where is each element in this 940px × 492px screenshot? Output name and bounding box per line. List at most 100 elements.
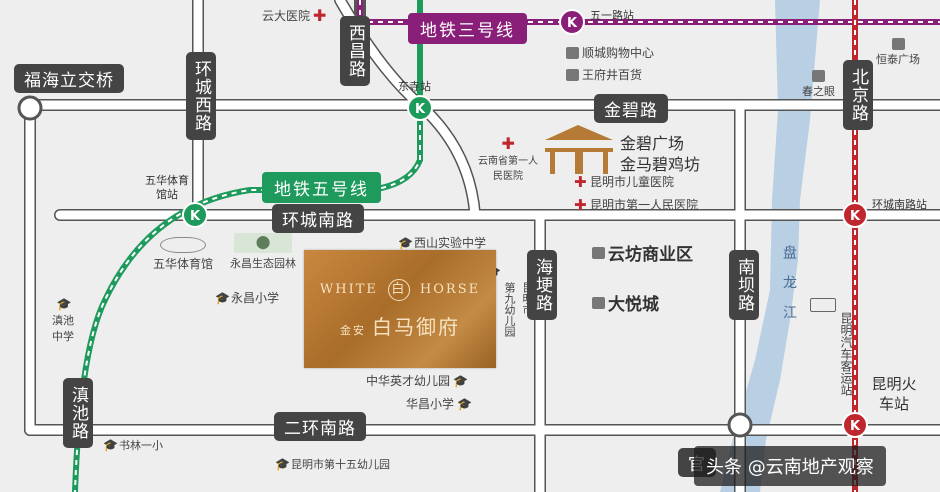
- shop-icon: [566, 68, 579, 81]
- poi-bus-station-label: 昆明汽车客运站: [839, 312, 853, 396]
- svg-text:K: K: [415, 102, 426, 117]
- poi-first-hospital: ✚昆明市第一人民医院: [574, 196, 698, 213]
- svg-text:K: K: [850, 419, 861, 434]
- station-rail-label: 昆明火车站: [871, 375, 917, 413]
- svg-text:K: K: [850, 209, 861, 224]
- poi-yongchang-park: ⬤ 永昌生态园林: [230, 233, 296, 271]
- poi-huachang-label: 华昌小学: [406, 397, 455, 411]
- shop-icon: [891, 38, 905, 50]
- hospital-icon: ✚: [574, 195, 587, 214]
- poi-shunxing: 顺城购物中心: [566, 44, 654, 61]
- poi-yongchang-school: 🎓永昌小学: [215, 289, 279, 306]
- poi-first-hospital-label: 昆明市第一人民医院: [590, 198, 699, 212]
- hospital-icon: ✚: [501, 134, 515, 153]
- poi-yongchang-park-label: 永昌生态园林: [230, 257, 296, 270]
- station-dongsi-marker: K: [407, 95, 433, 121]
- road-huancheng-west: 环城西路: [186, 52, 216, 140]
- poi-panlong: 盘龙江: [781, 245, 797, 335]
- poi-yunda-hospital-label: 云大医院: [262, 9, 311, 23]
- poi-chunzhicheng: 春之眼: [802, 70, 835, 99]
- poi-children-hospital-label: 昆明市儿童医院: [590, 175, 675, 189]
- poi-zhonghua-kg: 中华英才幼儿园🎓: [366, 372, 468, 389]
- graduation-cap-icon: 🎓: [457, 396, 472, 411]
- poi-xishan-school-label: 西山实验中学: [414, 236, 487, 250]
- poi-jinbi-plaza: 金碧广场: [620, 134, 685, 153]
- metro-line5-label: 地铁五号线: [262, 172, 381, 203]
- poi-dayue: 大悦城: [592, 290, 659, 315]
- bus-icon: [810, 298, 836, 312]
- shop-icon: [812, 70, 825, 82]
- poi-shulin: 🎓书林一小: [103, 437, 163, 453]
- station-rail-marker: K: [842, 412, 868, 438]
- road-haigeng: 海埂路: [527, 250, 557, 320]
- tree-icon: ⬤: [234, 233, 292, 253]
- station-wuhua-label: 五华体育馆站: [145, 174, 189, 201]
- poi-wuhua-gym-label: 五华体育馆: [153, 257, 214, 271]
- road-xichang: 西昌路: [340, 16, 370, 86]
- graduation-cap-icon: 🎓: [275, 457, 290, 471]
- graduation-cap-icon: 🎓: [453, 373, 468, 388]
- poi-dianchi-middle: 🎓 滇池中学: [48, 298, 78, 344]
- project-name-en-right: HORSE: [419, 282, 481, 297]
- poi-xishan-school: 🎓西山实验中学: [398, 234, 486, 251]
- svg-text:K: K: [190, 209, 201, 224]
- poi-kg15-label: 昆明市第十五幼儿园: [291, 458, 390, 471]
- jinbi-gate-icon: [545, 125, 613, 174]
- poi-kindergarten9-city: 昆明市: [521, 282, 534, 315]
- shop-icon: [592, 246, 605, 259]
- hospital-icon: ✚: [574, 172, 587, 191]
- poi-jinma-fang: 金马碧鸡坊: [620, 155, 701, 174]
- graduation-cap-icon: 🎓: [56, 297, 72, 311]
- project-logo: 白: [387, 278, 410, 301]
- project-name-cn-main: 白马御府: [372, 314, 460, 339]
- hospital-icon: ✚: [313, 5, 327, 25]
- road-dianchi: 滇池路: [63, 378, 93, 448]
- poi-dayue-label: 大悦城: [608, 295, 659, 315]
- fuhai-bridge-node: [17, 95, 43, 121]
- poi-chunzhicheng-label: 春之眼: [802, 85, 835, 98]
- poi-yunda-hospital: 云大医院✚: [262, 7, 326, 24]
- station-wuyi-label: 五一路站: [590, 9, 634, 22]
- poi-hengtai-label: 恒泰广场: [876, 53, 920, 66]
- watermark: 头条 @云南地产观察: [694, 446, 886, 486]
- road-fuhai-bridge: 福海立交桥: [14, 64, 124, 93]
- poi-provincial-hospital-label: 云南省第一人民医院: [478, 156, 538, 182]
- poi-provincial-hospital: ✚ 云南省第一人民医院: [478, 134, 538, 183]
- poi-shulin-label: 书林一小: [119, 439, 163, 452]
- poi-kindergarten9-label: 第九幼儿园: [503, 282, 516, 337]
- shop-icon: [566, 46, 579, 59]
- road-nanba: 南坝路: [729, 250, 759, 320]
- station-huancheng-marker: K: [842, 202, 868, 228]
- guandu-node: [727, 412, 753, 438]
- poi-bus-station: 昆明汽车客运站: [810, 298, 855, 396]
- stadium-icon: [160, 237, 206, 253]
- shop-icon: [592, 296, 605, 309]
- poi-wangfujing-label: 王府井百货: [582, 68, 643, 82]
- project-name-en: WHITE 白 HORSE: [319, 278, 481, 301]
- graduation-cap-icon: 🎓: [398, 235, 413, 250]
- poi-zhonghua-kg-label: 中华英才幼儿园: [366, 374, 451, 388]
- station-wuhua-marker: K: [182, 202, 208, 228]
- road-erhuan-south: 二环南路: [274, 412, 366, 441]
- svg-text:K: K: [567, 16, 578, 31]
- poi-shunxing-label: 顺城购物中心: [582, 46, 655, 60]
- poi-wuhua-gym: 五华体育馆: [153, 237, 213, 272]
- road-beijing: 北京路: [843, 60, 873, 130]
- panlong-river: [720, 0, 820, 492]
- station-wuyi-marker: K: [559, 9, 585, 35]
- poi-kg15: 🎓昆明市第十五幼儿园: [275, 456, 390, 472]
- project-white-horse[interactable]: WHITE 白 HORSE 金安白马御府: [304, 250, 496, 368]
- station-dongsi-label: 东寺站: [398, 80, 431, 93]
- poi-huachang: 华昌小学🎓: [406, 395, 472, 412]
- poi-wangfujing: 王府井百货: [566, 66, 642, 83]
- poi-dianchi-middle-label: 滇池中学: [52, 314, 74, 343]
- project-name-en-left: WHITE: [319, 282, 378, 297]
- poi-children-hospital: ✚昆明市儿童医院: [574, 173, 674, 190]
- graduation-cap-icon: 🎓: [103, 438, 118, 452]
- poi-hengtai: 恒泰广场: [876, 38, 920, 67]
- metro-line3-label: 地铁三号线: [408, 13, 527, 44]
- project-name-cn: 金安白马御府: [340, 311, 460, 340]
- poi-yunfang-label: 云坊商业区: [608, 245, 693, 265]
- station-huancheng-label: 环城南路站: [872, 198, 927, 211]
